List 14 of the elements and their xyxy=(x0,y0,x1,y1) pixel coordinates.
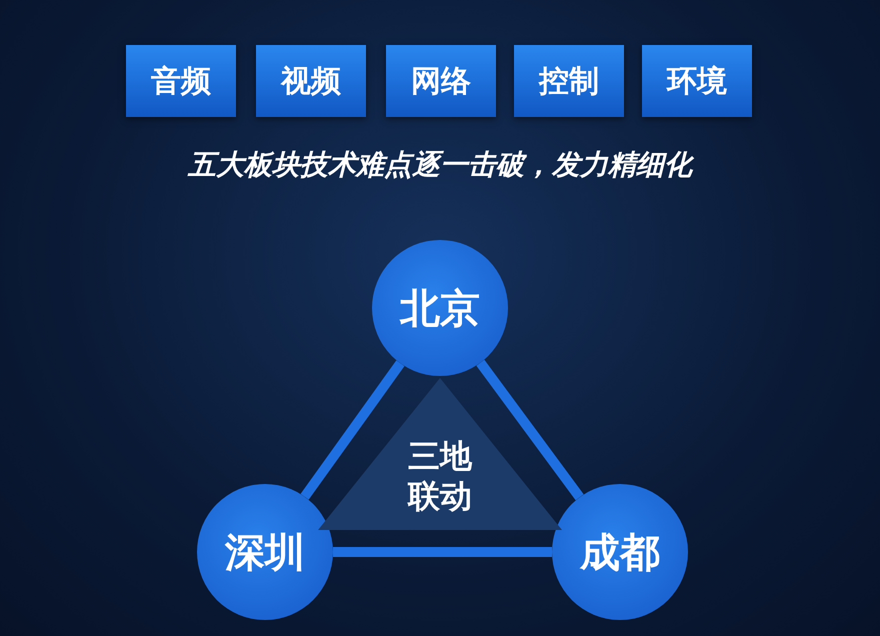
city-circle: 深圳 xyxy=(197,484,333,620)
category-box: 环境 xyxy=(642,45,752,117)
center-triangle xyxy=(318,378,562,530)
connector-line xyxy=(476,360,584,500)
category-box: 网络 xyxy=(386,45,496,117)
category-box: 音频 xyxy=(126,45,236,117)
city-circle: 成都 xyxy=(552,484,688,620)
connector-line xyxy=(333,547,552,557)
city-circle: 北京 xyxy=(372,240,508,376)
subtitle-text: 五大板块技术难点逐一击破，发力精细化 xyxy=(0,146,880,184)
category-box: 控制 xyxy=(514,45,624,117)
connector-line xyxy=(300,360,404,500)
center-text: 三地联动 xyxy=(406,436,474,516)
category-box: 视频 xyxy=(256,45,366,117)
